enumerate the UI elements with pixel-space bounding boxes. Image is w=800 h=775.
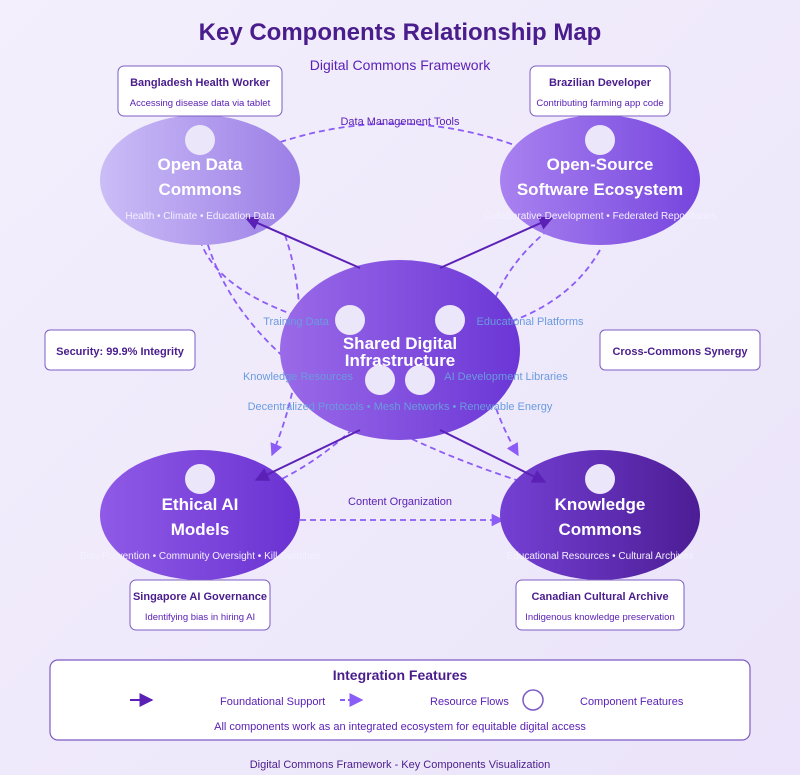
ethical-ai-feature-icon [185, 464, 215, 494]
open-source-title-line2: Software Ecosystem [517, 180, 683, 199]
example-canada: Canadian Cultural Archive Indigenous kno… [515, 579, 685, 631]
example-bangladesh-title: Bangladesh Health Worker [130, 77, 270, 89]
legend-note: All components work as an integrated eco… [214, 721, 586, 733]
ethical-ai-title-line2: Models [171, 520, 230, 539]
knowledge-title-line1: Knowledge [555, 495, 646, 514]
legend-resource-flows-label: Resource Flows [430, 696, 509, 708]
knowledge-title-line2: Commons [558, 520, 641, 539]
flow-label-edu-platforms: Educational Platforms [477, 316, 584, 328]
flow-edu-platforms [454, 249, 601, 336]
open-data-features: Health • Climate • Education Data [125, 211, 275, 222]
example-canada-desc: Indigenous knowledge preservation [525, 612, 674, 623]
flow-training-data [199, 239, 346, 331]
example-brazil-title: Brazilian Developer [549, 77, 652, 89]
support-to-ethical-ai [254, 429, 361, 481]
synergy-note: Cross-Commons Synergy [599, 329, 761, 371]
example-brazil: Brazilian Developer Contributing farming… [529, 65, 671, 117]
legend-component-features-label: Component Features [580, 696, 684, 708]
legend-title: Integration Features [333, 667, 468, 683]
ethical-ai-title-line1: Ethical AI [162, 495, 239, 514]
flow-label-data-tools: Data Management Tools [340, 116, 460, 128]
security-note-text: Security: 99.9% Integrity [56, 346, 185, 358]
legend-circle-icon [522, 689, 544, 711]
support-to-open-source [439, 216, 554, 269]
infra-features: Decentralized Protocols • Mesh Networks … [248, 401, 553, 413]
infra-title-line2: Infrastructure [345, 351, 456, 370]
ethical-ai-features: Bias Prevention • Community Oversight • … [80, 551, 320, 562]
legend-foundational-label: Foundational Support [220, 696, 325, 708]
support-to-open-data [244, 216, 361, 269]
open-data-title-line1: Open Data [157, 155, 243, 174]
infra-feature-icon-1 [335, 305, 365, 335]
infra-feature-icon-4 [405, 365, 435, 395]
infra-feature-icon-3 [365, 365, 395, 395]
example-bangladesh: Bangladesh Health Worker Accessing disea… [117, 65, 283, 117]
example-bangladesh-desc: Accessing disease data via tablet [130, 98, 271, 109]
example-singapore: Singapore AI Governance Identifying bias… [129, 579, 271, 631]
open-source-title-line1: Open-Source [547, 155, 654, 174]
flow-label-knowledge-resources: Knowledge Resources [243, 371, 354, 383]
legend: Integration Features Foundational Suppor… [49, 659, 751, 741]
flow-label-content-organization: Content Organization [348, 496, 452, 508]
page-subtitle: Digital Commons Framework [310, 57, 491, 73]
security-note: Security: 99.9% Integrity [44, 329, 196, 371]
flow-data-tools [256, 122, 541, 156]
example-singapore-title: Singapore AI Governance [133, 591, 267, 603]
synergy-note-text: Cross-Commons Synergy [612, 346, 748, 358]
knowledge-features: Educational Resources • Cultural Archive… [507, 551, 694, 562]
shared-infrastructure-node[interactable] [280, 260, 520, 440]
open-source-features: Collaborative Development • Federated Re… [483, 211, 716, 222]
page-title: Key Components Relationship Map [199, 19, 602, 46]
footer-text: Digital Commons Framework - Key Componen… [250, 759, 551, 771]
open-data-feature-icon [185, 125, 215, 155]
knowledge-feature-icon [585, 464, 615, 494]
flow-label-ai-libraries: AI Development Libraries [444, 371, 568, 383]
open-data-title-line2: Commons [158, 180, 241, 199]
infra-feature-icon-2 [435, 305, 465, 335]
support-to-knowledge [439, 429, 547, 483]
example-singapore-desc: Identifying bias in hiring AI [145, 612, 255, 623]
open-source-ecosystem-node[interactable] [500, 115, 700, 245]
open-source-feature-icon [585, 125, 615, 155]
knowledge-commons-node[interactable] [500, 450, 700, 580]
flow-label-training-data: Training Data [263, 316, 330, 328]
example-brazil-desc: Contributing farming app code [536, 98, 663, 109]
open-data-commons-node[interactable] [100, 115, 300, 245]
flow-opendata-to-ai [270, 234, 301, 457]
ethical-ai-models-node[interactable] [100, 450, 300, 580]
infra-title-line1: Shared Digital [343, 334, 457, 353]
example-canada-title: Canadian Cultural Archive [531, 591, 668, 603]
